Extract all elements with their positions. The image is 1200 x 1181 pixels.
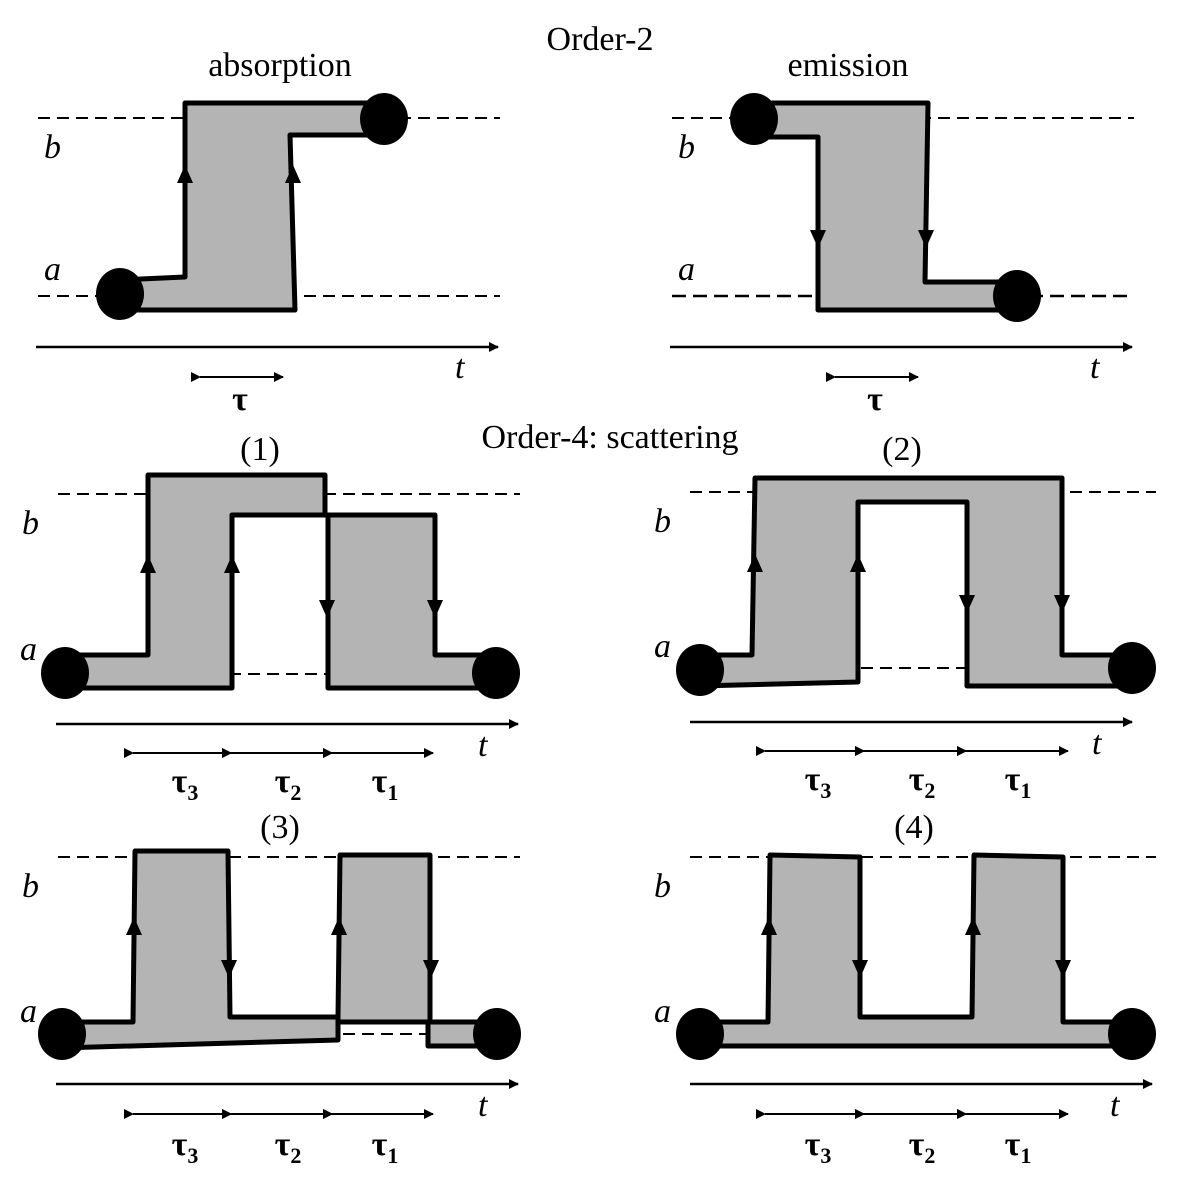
level-b-label: b — [22, 505, 39, 542]
tau2-label: τ2 — [909, 1126, 936, 1168]
start-vertex — [38, 1008, 86, 1060]
up-arrow-icon — [965, 917, 981, 935]
level-b-label: b — [654, 868, 671, 905]
start-vertex — [730, 93, 778, 145]
tau-label: τ — [867, 381, 883, 418]
level-a-label: a — [44, 251, 61, 288]
start-vertex — [676, 644, 724, 696]
down-arrow-icon — [423, 960, 439, 978]
level-a-label: a — [20, 993, 37, 1030]
emission-band — [752, 100, 1021, 313]
level-a-label: a — [678, 251, 695, 288]
band-segment — [57, 848, 341, 1051]
end-vertex — [472, 647, 520, 699]
panel-2-title: (2) — [882, 431, 922, 468]
tau1-label: τ1 — [372, 1126, 399, 1168]
tau1-label: τ1 — [372, 763, 399, 805]
tau2-label: τ2 — [275, 763, 302, 805]
panel-3-title: (3) — [260, 809, 300, 846]
panel-3: (3) b a t τ3 τ2 τ1 — [20, 809, 521, 1168]
level-a-label: a — [654, 993, 671, 1030]
up-arrow-icon — [140, 555, 156, 573]
down-arrow-icon — [852, 960, 868, 978]
time-axis-label: t — [478, 1087, 489, 1124]
up-arrow-icon — [285, 165, 301, 183]
end-vertex — [1108, 1008, 1156, 1060]
tau2-label: τ2 — [275, 1126, 302, 1168]
end-vertex — [1108, 642, 1156, 694]
down-arrow-icon — [810, 230, 826, 248]
down-arrow-icon — [1054, 595, 1070, 613]
tau1-label: τ1 — [1005, 1126, 1032, 1168]
tau1-label: τ1 — [1005, 761, 1032, 803]
tau3-label: τ3 — [172, 1126, 199, 1168]
order2-title: Order-2 — [547, 21, 654, 58]
absorption-band — [115, 100, 385, 313]
band-segment — [697, 852, 1133, 1049]
band-segment — [335, 852, 501, 1049]
tau3-label: τ3 — [172, 763, 199, 805]
down-arrow-icon — [221, 960, 237, 978]
down-arrow-icon — [959, 595, 975, 613]
start-vertex — [676, 1008, 724, 1060]
time-axis-label: t — [455, 349, 466, 386]
panel-emission: emission b a t τ — [670, 47, 1134, 418]
down-arrow-icon — [427, 600, 443, 618]
down-arrow-icon — [319, 600, 335, 618]
panel-emission-title: emission — [788, 47, 909, 84]
level-a-label: a — [20, 631, 37, 668]
down-arrow-icon — [1055, 960, 1071, 978]
level-b-label: b — [678, 129, 695, 166]
end-vertex — [473, 1008, 521, 1060]
time-axis-label: t — [1090, 349, 1101, 386]
panel-2: (2) b a t τ3 τ2 τ1 — [654, 431, 1156, 803]
band-segment — [59, 472, 328, 691]
band-segment — [695, 475, 1138, 689]
panel-4: (4) b a t τ3 τ2 τ1 — [654, 809, 1156, 1168]
order4-title: Order-4: scattering — [481, 419, 738, 456]
time-axis-label: t — [478, 727, 489, 764]
level-b-label: b — [654, 503, 671, 540]
start-vertex — [96, 268, 144, 320]
band-segment — [325, 512, 501, 691]
up-arrow-icon — [177, 165, 193, 183]
tau3-label: τ3 — [805, 1126, 832, 1168]
end-vertex — [360, 93, 408, 145]
up-arrow-icon — [331, 917, 347, 935]
down-arrow-icon — [918, 230, 934, 248]
panel-4-title: (4) — [894, 809, 934, 846]
up-arrow-icon — [126, 917, 142, 935]
up-arrow-icon — [850, 554, 866, 572]
time-axis-label: t — [1110, 1087, 1121, 1124]
panel-1: (1) b a t τ3 τ2 τ1 — [20, 431, 520, 805]
tau-label: τ — [232, 381, 248, 418]
panel-1-title: (1) — [240, 431, 280, 468]
level-b-label: b — [22, 868, 39, 905]
end-vertex — [993, 270, 1041, 322]
panel-absorption: absorption b a t τ — [36, 47, 500, 418]
up-arrow-icon — [224, 555, 240, 573]
time-axis-label: t — [1092, 725, 1103, 762]
up-arrow-icon — [747, 554, 763, 572]
tau2-label: τ2 — [909, 761, 936, 803]
up-arrow-icon — [761, 917, 777, 935]
start-vertex — [41, 647, 89, 699]
panel-absorption-title: absorption — [208, 47, 352, 84]
level-a-label: a — [654, 628, 671, 665]
level-b-label: b — [44, 129, 61, 166]
tau3-label: τ3 — [805, 761, 832, 803]
